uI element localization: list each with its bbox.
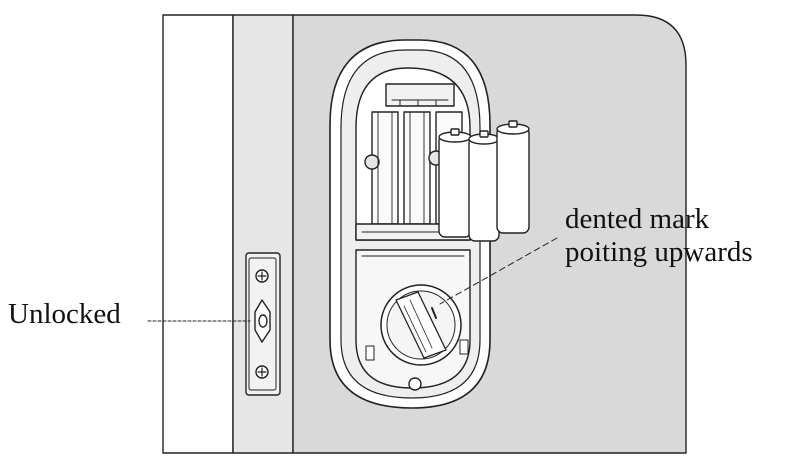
dented-mark-label-line2: poiting upwards [565,236,753,268]
dented-mark [431,307,437,319]
thumb-turn-knob [380,284,462,366]
door-frame [162,14,234,454]
battery-2 [468,130,500,242]
dented-mark-label-line1: dented mark [565,203,710,235]
dented-mark-leader-line [439,237,558,305]
bottom-screw [408,377,422,391]
battery-1 [438,128,472,238]
dented-mark-label: dented mark poiting upwards [565,203,753,269]
unlocked-label: Unlocked [8,298,121,330]
battery-3 [496,120,530,234]
batteries [438,120,530,242]
strike-plate [245,252,281,396]
